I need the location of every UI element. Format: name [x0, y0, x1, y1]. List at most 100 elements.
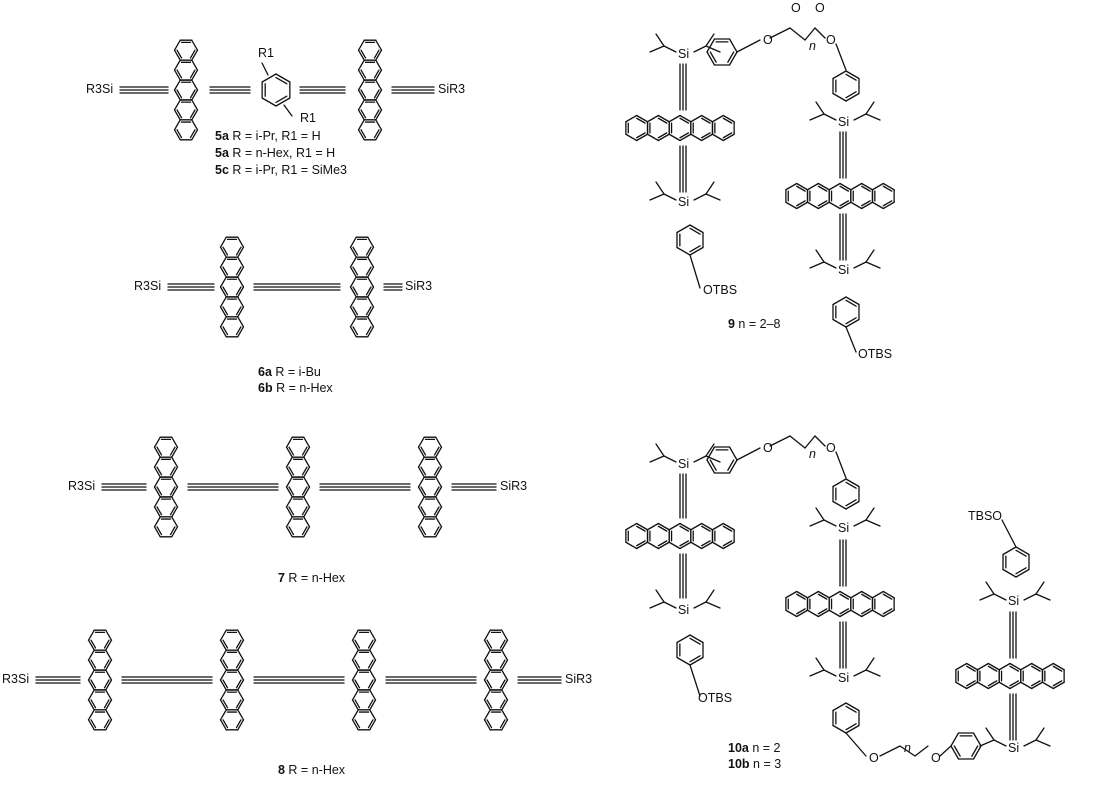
ring-double-bond — [657, 540, 668, 547]
ring-bond — [676, 224, 691, 234]
ring-bond — [435, 526, 443, 538]
isopropyl-bond — [705, 45, 721, 53]
ring-double-bond — [189, 129, 196, 139]
isopropyl-bond — [655, 181, 665, 195]
linker-bond — [899, 745, 916, 757]
ring-bond — [832, 478, 847, 488]
ring-bond — [668, 114, 681, 123]
linker-bond — [689, 664, 701, 697]
ring-bond — [105, 659, 113, 671]
ring-bond — [832, 296, 847, 306]
ring-bond — [1009, 662, 1022, 671]
ring-bond — [375, 39, 383, 51]
ring-bond — [435, 476, 443, 488]
ring-double-bond — [701, 540, 711, 547]
ring-bond — [646, 133, 659, 142]
isopropyl-bond — [823, 113, 837, 121]
ring-bond — [351, 679, 359, 691]
r1-bond — [261, 62, 269, 76]
ring-double-bond — [176, 69, 183, 79]
ring-double-bond — [235, 266, 242, 276]
ring-double-bond — [839, 608, 850, 615]
isopropyl-bond — [985, 581, 995, 595]
ring-bond — [219, 669, 227, 681]
ring-double-bond — [433, 486, 440, 496]
isopropyl-bond — [649, 193, 665, 201]
ring-bond — [845, 724, 860, 734]
ring-bond — [646, 541, 659, 550]
compound-6-structure: R3Si SiR3 — [134, 236, 432, 338]
ring-bond — [191, 39, 199, 51]
ring-bond — [237, 246, 245, 258]
isopropyl-bond — [809, 519, 825, 527]
ring-bond — [191, 119, 199, 131]
linker-bond — [914, 745, 929, 757]
ring-bond — [153, 516, 161, 528]
ring-double-bond — [845, 705, 857, 713]
silyl-label-left: R3Si — [134, 279, 161, 293]
ring-bond — [636, 541, 649, 550]
ring-bond — [369, 719, 377, 731]
ring-bond — [173, 89, 181, 101]
ring-double-bond — [169, 486, 176, 496]
ring-bond — [417, 516, 425, 528]
ring-double-bond — [156, 506, 163, 516]
ring-bond — [417, 486, 425, 498]
ring-double-bond — [636, 117, 646, 124]
ring-bond — [369, 669, 377, 681]
ring-bond — [351, 699, 359, 711]
ring-bond — [839, 590, 852, 599]
ring-double-bond — [235, 699, 242, 709]
ring-bond — [369, 689, 377, 701]
isopropyl-bond — [655, 443, 665, 457]
linker-bond — [789, 435, 806, 449]
ring-bond — [711, 522, 724, 531]
ring-bond — [87, 669, 95, 681]
ring-double-bond — [845, 73, 857, 81]
ring-bond — [972, 745, 982, 760]
ring-double-bond — [689, 227, 701, 235]
ring-double-bond — [354, 719, 361, 729]
ring-bond — [219, 276, 227, 288]
isopropyl-bond — [865, 261, 881, 269]
ring-bond — [861, 201, 874, 210]
ring-bond — [87, 649, 95, 661]
ring-bond — [191, 129, 199, 141]
ring-double-bond — [679, 525, 690, 532]
ring-bond — [303, 526, 311, 538]
ring-double-bond — [365, 326, 372, 336]
ring-bond — [625, 133, 638, 142]
ring-bond — [828, 182, 841, 191]
ring-bond — [173, 59, 181, 71]
ring-double-bond — [373, 49, 380, 59]
ring-bond — [357, 129, 365, 141]
ring-double-bond — [433, 446, 440, 456]
ring-double-bond — [882, 608, 893, 615]
ring-bond — [171, 436, 179, 448]
caption-6a: 6a R = i-Bu — [258, 365, 321, 379]
isopropyl-bond — [655, 33, 665, 47]
ring-double-bond — [156, 446, 163, 456]
ring-bond — [367, 306, 375, 318]
isopropyl-bond — [823, 669, 837, 677]
ring-bond — [955, 662, 968, 671]
ring-bond — [237, 306, 245, 318]
n-subscript-label: n — [809, 39, 816, 53]
ring-bond — [625, 114, 638, 123]
si-label: Si — [1008, 594, 1019, 608]
ring-bond — [483, 649, 491, 661]
ring-bond — [950, 745, 960, 760]
ring-bond — [501, 669, 509, 681]
isopropyl-bond — [865, 669, 881, 677]
ring-double-bond — [953, 745, 961, 757]
ring-bond — [722, 541, 735, 550]
isopropyl-bond — [1035, 727, 1045, 741]
ring-bond — [1052, 662, 1065, 671]
ring-bond — [367, 326, 375, 338]
ring-bond — [701, 133, 714, 142]
ring-double-bond — [486, 639, 493, 649]
ring-bond — [285, 516, 293, 528]
ring-bond — [636, 522, 649, 531]
caption-5c: 5c R = i-Pr, R1 = SiMe3 — [215, 163, 347, 177]
ring-bond — [237, 659, 245, 671]
